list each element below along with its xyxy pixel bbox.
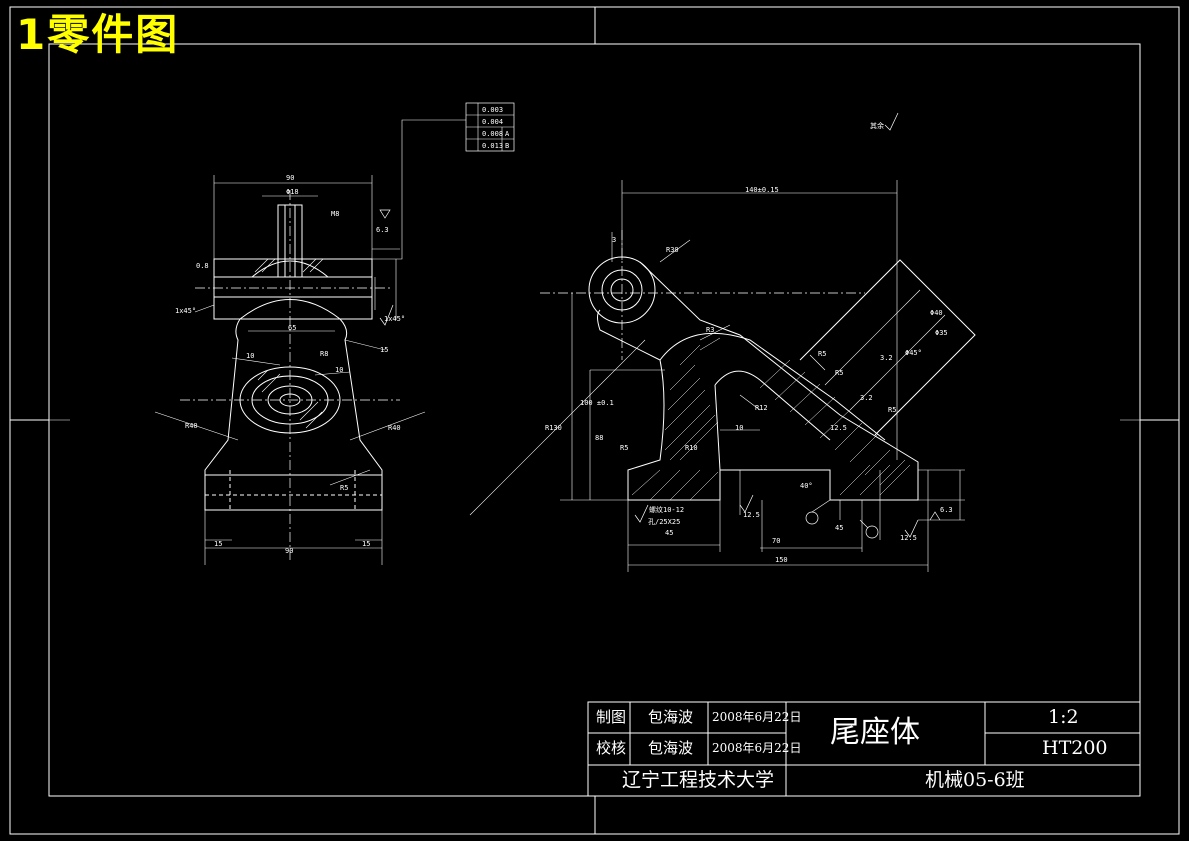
svg-text:45: 45 (665, 529, 673, 537)
check-label: 校核 (596, 739, 627, 757)
draw-date: 2008年6月22日 (712, 710, 802, 724)
svg-text:其余: 其余 (870, 121, 884, 130)
svg-text:0.003: 0.003 (482, 106, 503, 114)
svg-text:10: 10 (335, 366, 343, 374)
svg-text:R8: R8 (320, 350, 328, 358)
svg-text:R5: R5 (835, 369, 843, 377)
svg-text:R40: R40 (388, 424, 401, 432)
svg-text:1x45°: 1x45° (384, 315, 405, 323)
svg-text:0.8: 0.8 (196, 262, 209, 270)
svg-text:孔/25X25: 孔/25X25 (648, 518, 680, 526)
svg-text:A: A (505, 130, 510, 138)
svg-text:3.2: 3.2 (880, 354, 893, 362)
part-name: 尾座体 (830, 715, 920, 750)
svg-text:12.5: 12.5 (743, 511, 760, 519)
svg-text:12.5: 12.5 (830, 424, 847, 432)
outer-border (9, 6, 1180, 835)
svg-text:R3: R3 (706, 326, 714, 334)
svg-text:Φ45°: Φ45° (905, 349, 922, 357)
svg-text:0.008: 0.008 (482, 130, 503, 138)
svg-text:45: 45 (835, 524, 843, 532)
svg-text:15: 15 (380, 346, 388, 354)
svg-text:R130: R130 (545, 424, 562, 432)
svg-text:Φ18: Φ18 (286, 188, 299, 196)
checker-name: 包海波 (648, 739, 694, 757)
svg-text:R12: R12 (755, 404, 768, 412)
draw-label: 制图 (596, 708, 627, 726)
svg-text:3.2: 3.2 (860, 394, 873, 402)
svg-text:90: 90 (286, 174, 294, 182)
svg-text:40°: 40° (800, 482, 813, 490)
material: HT200 (1042, 737, 1108, 759)
svg-text:150: 150 (775, 556, 788, 564)
check-date: 2008年6月22日 (712, 741, 802, 755)
drawer-name: 包海波 (648, 708, 694, 726)
svg-text:6.3: 6.3 (940, 506, 953, 514)
svg-text:0.004: 0.004 (482, 118, 503, 126)
svg-text:90: 90 (285, 547, 293, 555)
svg-text:B: B (505, 142, 509, 150)
svg-text:1x45°: 1x45° (175, 307, 196, 315)
scale: 1:2 (1048, 706, 1079, 728)
svg-text:0.013: 0.013 (482, 142, 503, 150)
inner-border (48, 43, 1141, 797)
svg-text:Φ40: Φ40 (930, 309, 943, 317)
svg-text:10: 10 (735, 424, 743, 432)
svg-text:R30: R30 (666, 246, 679, 254)
svg-text:R5: R5 (340, 484, 348, 492)
svg-text:88: 88 (595, 434, 603, 442)
svg-text:65: 65 (288, 324, 296, 332)
svg-text:R5: R5 (888, 406, 896, 414)
svg-text:螺纹10-12: 螺纹10-12 (649, 505, 684, 514)
svg-text:3: 3 (612, 236, 616, 244)
front-view (154, 102, 515, 565)
school-name: 辽宁工程技术大学 (622, 769, 775, 791)
svg-text:R40: R40 (185, 422, 198, 430)
title-block-grid (587, 701, 1141, 797)
class-name: 机械05-6班 (925, 769, 1025, 791)
svg-text:15: 15 (362, 540, 370, 548)
svg-text:6.3: 6.3 (376, 226, 389, 234)
svg-text:140±0.15: 140±0.15 (745, 186, 779, 194)
svg-text:15: 15 (214, 540, 222, 548)
svg-text:M8: M8 (331, 210, 339, 218)
sheet-title: 1零件图 (16, 10, 180, 59)
svg-text:70: 70 (772, 537, 780, 545)
svg-text:12.5: 12.5 (900, 534, 917, 542)
svg-text:Φ35: Φ35 (935, 329, 948, 337)
svg-text:R5: R5 (620, 444, 628, 452)
svg-text:R10: R10 (685, 444, 698, 452)
svg-text:R5: R5 (818, 350, 826, 358)
side-view (194, 112, 976, 572)
svg-text:100 ±0.1: 100 ±0.1 (580, 399, 614, 407)
svg-text:10: 10 (246, 352, 254, 360)
